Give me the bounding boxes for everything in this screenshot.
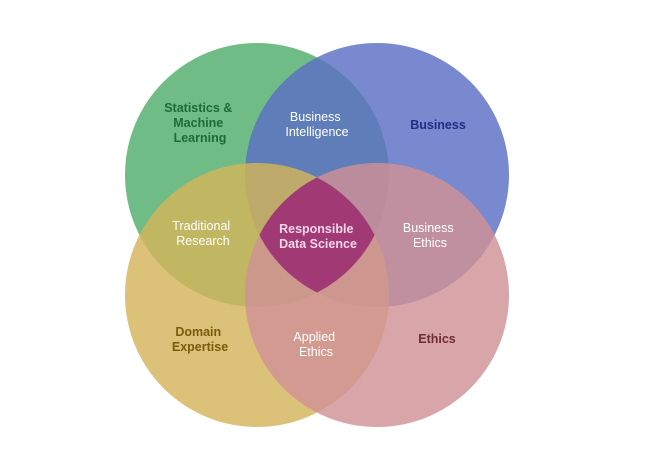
traditional-research-label: Traditional Research bbox=[172, 219, 233, 248]
business-label: Business bbox=[410, 118, 466, 132]
statistics-ml-label: Statistics & Machine Learning bbox=[164, 101, 236, 145]
responsible-data-science-label: Responsible Data Science bbox=[279, 222, 357, 251]
domain-expertise-label: Domain Expertise bbox=[172, 325, 228, 354]
business-intelligence-label: Business Intelligence bbox=[285, 110, 348, 139]
ethics-label: Ethics bbox=[418, 332, 456, 346]
business-ethics-label: Business Ethics bbox=[403, 221, 457, 250]
applied-ethics-label: Applied Ethics bbox=[293, 330, 338, 359]
